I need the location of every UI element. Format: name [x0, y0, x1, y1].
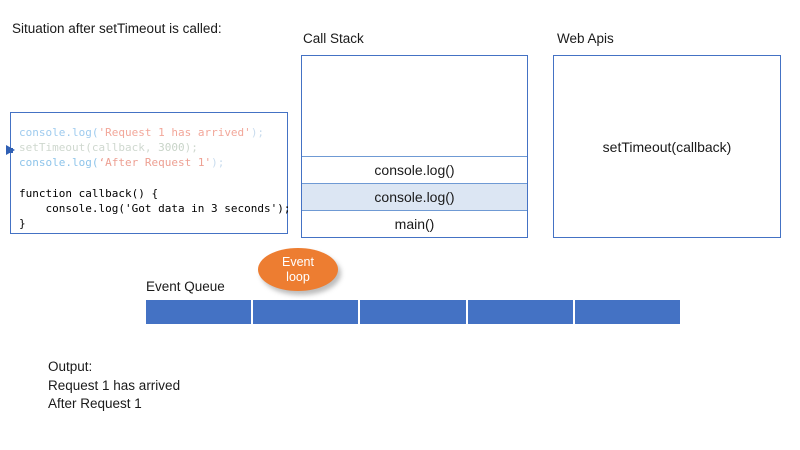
code-token: console.log('Got data in 3 seconds'); — [19, 201, 291, 215]
output-block: Output: Request 1 has arrived After Requ… — [48, 358, 180, 414]
code-token: 3000 — [158, 141, 185, 155]
code-line: console.log('Got data in 3 seconds'); — [19, 201, 291, 216]
web-apis-entry: setTimeout(callback) — [602, 138, 732, 155]
event-loop-label-line2: loop — [286, 269, 310, 284]
code-line: console.log(‘After Request 1'); — [19, 155, 291, 170]
code-token: } — [19, 217, 26, 231]
code-line: console.log('Request 1 has arrived'); — [19, 125, 291, 140]
event-loop-ellipse: Event loop — [258, 248, 338, 291]
code-token: function callback() { — [19, 186, 159, 200]
event-queue-slot — [574, 300, 681, 324]
code-token: ‘After Request 1' — [98, 156, 212, 170]
call-stack-empty-space — [302, 56, 527, 156]
code-panel: console.log('Request 1 has arrived');set… — [6, 112, 291, 234]
code-token: setTimeout(callback, — [19, 141, 159, 155]
code-token: ); — [211, 156, 225, 170]
code-line: setTimeout(callback, 3000); — [19, 140, 291, 155]
web-apis-box: setTimeout(callback) — [553, 55, 781, 238]
code-line: function callback() { — [19, 186, 291, 201]
code-token: ); — [250, 126, 265, 139]
code-token: 'Request 1 has arrived' — [98, 126, 251, 139]
page-title: Situation after setTimeout is called: — [12, 21, 222, 36]
code-token: ); — [184, 141, 198, 155]
call-stack-frame: main() — [302, 210, 527, 237]
event-loop-label-line1: Event — [282, 254, 314, 269]
call-stack-box: console.log() console.log() main() — [301, 55, 528, 238]
event-queue-slot — [146, 300, 254, 324]
code-line — [19, 171, 291, 186]
event-queue-slot — [467, 300, 575, 324]
code-token: console.log( — [19, 156, 99, 170]
code-line: } — [19, 216, 291, 231]
call-stack-frame: console.log() — [302, 183, 527, 210]
code-listing: console.log('Request 1 has arrived');set… — [19, 125, 291, 231]
output-line: After Request 1 — [48, 396, 142, 411]
output-label: Output: — [48, 359, 93, 374]
event-queue-bar — [146, 300, 681, 324]
web-apis-label: Web Apis — [557, 31, 614, 46]
call-stack-frame: console.log() — [302, 156, 527, 183]
current-line-arrow-stem-icon — [6, 148, 13, 153]
event-queue-slot — [360, 300, 468, 324]
event-queue-slot — [253, 300, 361, 324]
code-token: console.log( — [19, 126, 99, 139]
event-queue-label: Event Queue — [146, 279, 225, 294]
code-token — [19, 172, 26, 185]
output-line: Request 1 has arrived — [48, 377, 181, 393]
call-stack-label: Call Stack — [303, 31, 364, 46]
